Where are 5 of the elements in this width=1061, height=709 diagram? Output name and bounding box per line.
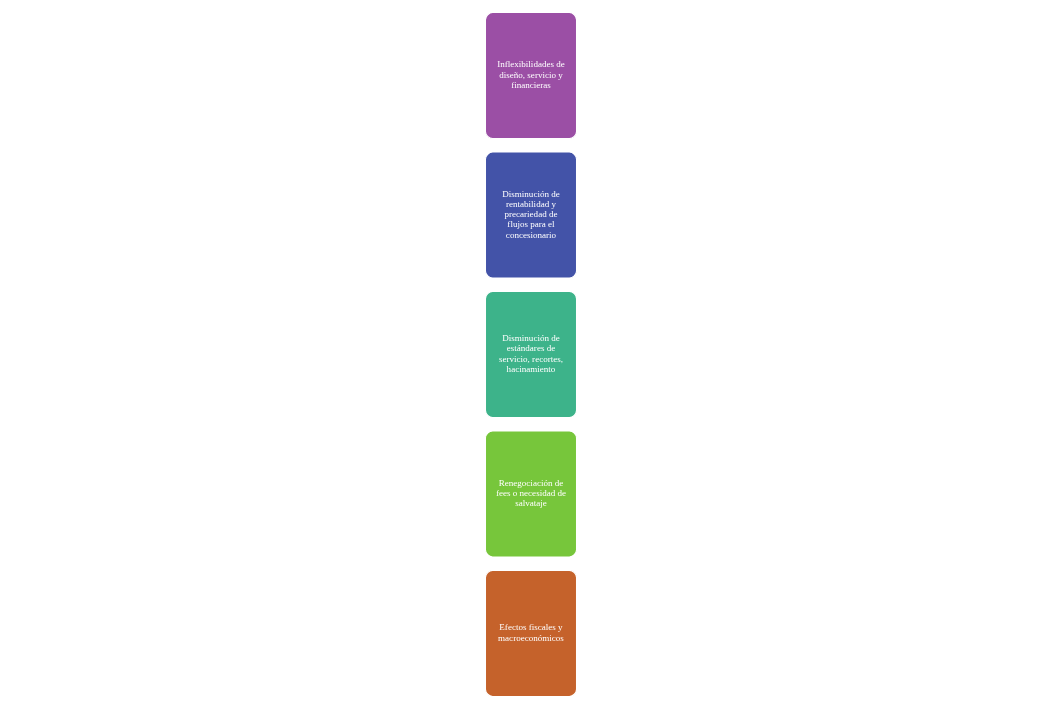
- node-box: Efectos fiscales y macroeconómicos: [484, 569, 577, 698]
- node-box: Disminución de rentabilidad y precariedad de flujos para el concesionario: [484, 151, 577, 279]
- node-box: Renegociación de fees o necesidad de salvataje: [484, 430, 577, 558]
- node-box: Inflexibilidades de diseño, servicio y financieras: [484, 11, 577, 140]
- node-box: Disminución de estándares de servicio, recortes, hacinamiento: [484, 290, 577, 419]
